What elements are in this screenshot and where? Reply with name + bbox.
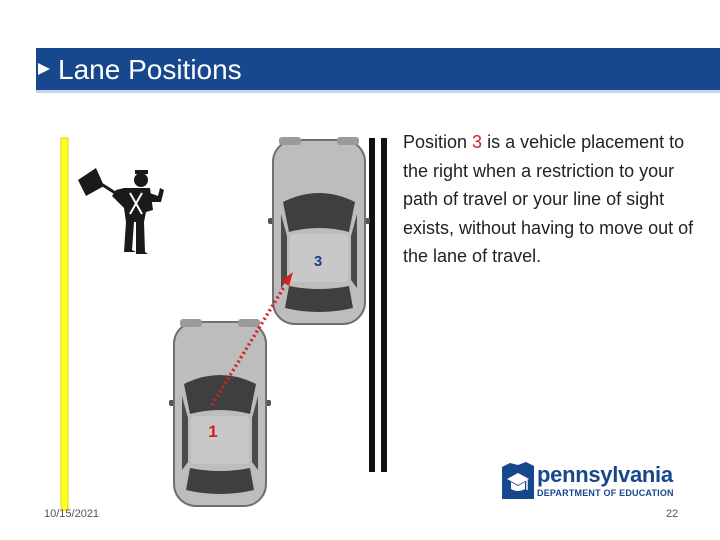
logo-wordmark: pennsylvania (537, 462, 673, 487)
body-text-prefix: Position (403, 132, 473, 152)
position-number-highlight: 3 (472, 132, 483, 152)
car-position-3 (267, 136, 371, 325)
position-3-label: 3 (314, 253, 322, 270)
title-bar (36, 48, 720, 93)
logo-subtitle: DEPARTMENT OF EDUCATION (537, 488, 674, 498)
lane-divider-right (381, 138, 387, 472)
move-arrow (210, 272, 293, 406)
car-position-1 (168, 318, 272, 507)
position-1-label: 1 (208, 422, 217, 441)
body-text: Position 3 is a vehicle placement to the… (403, 128, 703, 271)
slide-title: Lane Positions (58, 54, 242, 85)
body-text-suffix: is a vehicle placement to the right when… (403, 132, 694, 266)
road-edge-line (60, 137, 69, 511)
pde-logo (502, 462, 534, 499)
bullet-arrow-icon (38, 63, 50, 75)
page-number: 22 (666, 508, 679, 520)
flagger-icon (78, 168, 164, 254)
footer-date: 10/15/2021 (44, 508, 100, 520)
lane-divider-left (369, 138, 375, 472)
